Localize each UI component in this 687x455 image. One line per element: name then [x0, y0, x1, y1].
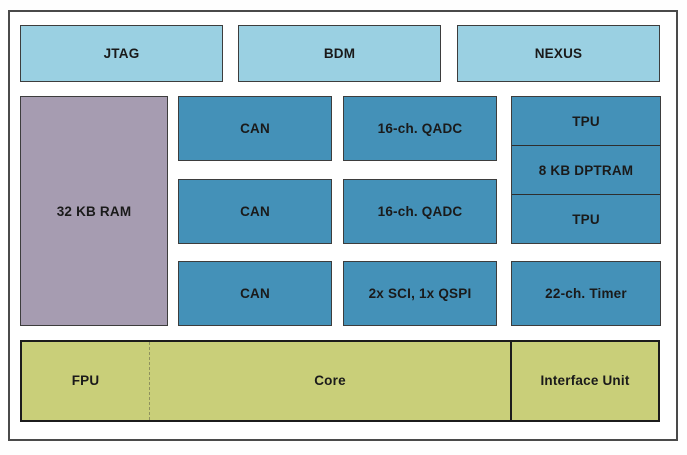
block-fpu-label: FPU	[71, 373, 100, 389]
block-sci-qspi: 2x SCI, 1x QSPI	[343, 261, 497, 326]
block-sci-qspi-label: 2x SCI, 1x QSPI	[368, 286, 472, 301]
block-timer: 22-ch. Timer	[511, 261, 661, 326]
block-qadc-1-label: 16-ch. QADC	[377, 121, 463, 136]
block-nexus: NEXUS	[457, 25, 660, 82]
block-core-label: Core	[314, 373, 346, 389]
block-can-3-label: CAN	[240, 286, 270, 301]
block-can-1-label: CAN	[240, 121, 270, 136]
block-dptram-label: 8 KB DPTRAM	[538, 162, 634, 178]
block-can-2-label: CAN	[240, 204, 270, 219]
block-tpu-2-label: TPU	[572, 211, 600, 227]
block-jtag: JTAG	[20, 25, 223, 82]
block-fpu: FPU	[22, 342, 150, 420]
block-ram-label: 32 KB RAM	[56, 203, 132, 219]
block-tpu-1-label: TPU	[572, 113, 600, 129]
block-core-bar: FPU Core Interface Unit	[20, 340, 660, 422]
block-tpu-stack: TPU 8 KB DPTRAM TPU	[511, 96, 661, 244]
block-bdm: BDM	[238, 25, 441, 82]
block-qadc-2-label: 16-ch. QADC	[377, 204, 463, 219]
block-qadc-1: 16-ch. QADC	[343, 96, 497, 161]
block-tpu-2: TPU	[512, 194, 660, 243]
block-tpu-1: TPU	[512, 97, 660, 145]
block-interface-unit: Interface Unit	[510, 342, 658, 420]
block-bdm-label: BDM	[323, 46, 356, 61]
block-interface-unit-label: Interface Unit	[540, 373, 630, 389]
block-can-3: CAN	[178, 261, 332, 326]
block-timer-label: 22-ch. Timer	[545, 286, 627, 301]
block-qadc-2: 16-ch. QADC	[343, 179, 497, 244]
block-core: Core	[150, 342, 510, 420]
block-jtag-label: JTAG	[103, 46, 140, 61]
block-dptram: 8 KB DPTRAM	[512, 145, 660, 194]
block-ram: 32 KB RAM	[20, 96, 168, 326]
block-nexus-label: NEXUS	[534, 46, 583, 61]
block-can-2: CAN	[178, 179, 332, 244]
block-can-1: CAN	[178, 96, 332, 161]
